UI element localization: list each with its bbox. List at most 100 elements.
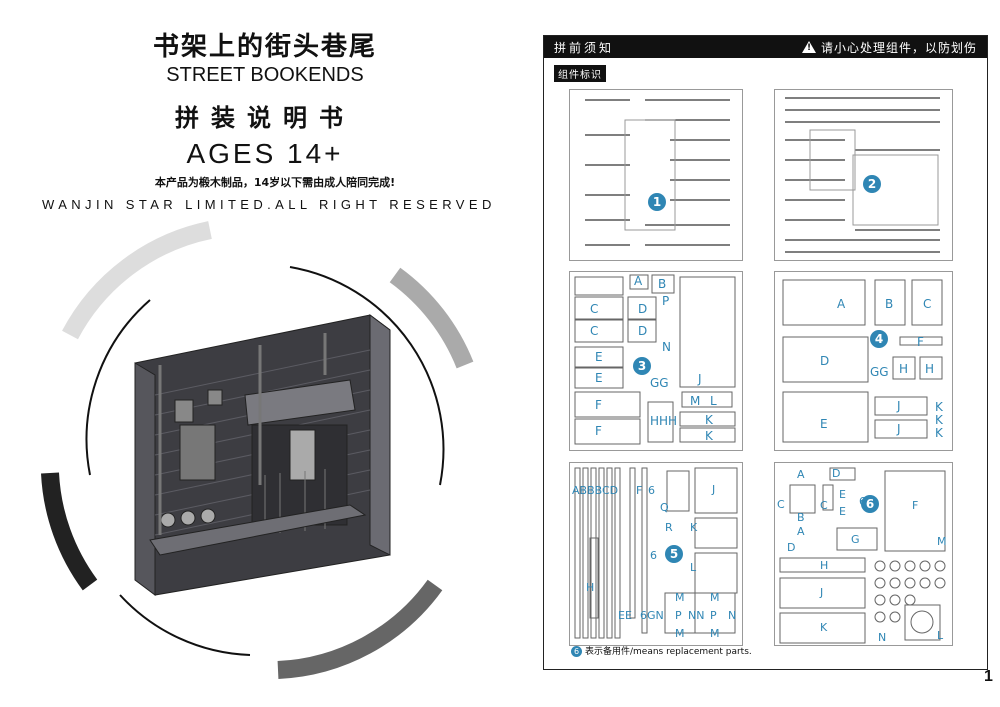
part-label: J bbox=[698, 372, 702, 386]
part-label: K bbox=[820, 621, 828, 634]
page-number: 1 bbox=[984, 668, 993, 685]
sheet-number-5: 5 bbox=[665, 545, 683, 563]
part-label: J bbox=[712, 483, 716, 496]
part-label: H bbox=[586, 581, 595, 594]
part-label: C bbox=[820, 499, 828, 512]
part-label: M bbox=[710, 591, 720, 604]
sheet-number-4: 4 bbox=[870, 330, 888, 348]
part-label: N bbox=[662, 340, 671, 354]
parts-identification-tag: 组件标识 bbox=[554, 65, 606, 82]
replacement-icon: 6 bbox=[571, 646, 582, 657]
part-label: M bbox=[690, 394, 701, 408]
part-label: J bbox=[820, 586, 824, 599]
part-label: K bbox=[935, 400, 943, 414]
sheet-6: A D C B A D C E E 6 F G H J K M N L 6 bbox=[774, 462, 953, 646]
part-label: C bbox=[590, 302, 599, 316]
part-label: 6 bbox=[648, 484, 655, 497]
part-label: F bbox=[912, 499, 919, 512]
header-warning: !请小心处理组件，以防划伤 bbox=[801, 39, 977, 56]
subtitle-chinese: 拼装说明书 bbox=[175, 104, 355, 132]
part-label: B bbox=[885, 297, 894, 311]
sheet-2: 2 bbox=[774, 89, 953, 261]
part-label: C bbox=[590, 324, 599, 338]
title-chinese: 书架上的街头巷尾 bbox=[152, 32, 377, 62]
part-label: D bbox=[638, 302, 648, 316]
part-label: P bbox=[710, 609, 717, 622]
sheet-number-3: 3 bbox=[633, 357, 651, 375]
part-label: M bbox=[675, 591, 685, 604]
sheet-6-labels: A D C B A D C E E 6 F G H J K M N L bbox=[775, 463, 952, 645]
part-label: A bbox=[837, 297, 846, 311]
part-label: GG bbox=[870, 365, 889, 379]
part-label: M bbox=[710, 627, 720, 640]
part-label: B bbox=[658, 277, 667, 291]
sheet-number-2: 2 bbox=[863, 175, 881, 193]
part-label: F bbox=[595, 398, 602, 412]
part-label: L bbox=[690, 561, 697, 574]
part-label: K bbox=[705, 429, 713, 443]
part-label: N bbox=[878, 631, 887, 644]
part-label: K bbox=[935, 413, 943, 427]
sheet-6-drawing bbox=[779, 467, 946, 644]
copyright-line: WANJIN STAR LIMITED.ALL RIGHT RESERVED bbox=[42, 197, 496, 212]
part-label: E bbox=[839, 505, 846, 518]
title-english: STREET BOOKENDS bbox=[166, 64, 364, 86]
part-label: L bbox=[710, 394, 717, 408]
sheet-1-drawing bbox=[585, 99, 730, 246]
part-label: F bbox=[595, 424, 602, 438]
sheet-5: ABBBCD F 6 J Q R K L H EE 6GN P NN P N M… bbox=[569, 462, 743, 646]
part-label: H bbox=[925, 362, 935, 376]
sheet-5-drawing bbox=[574, 467, 738, 639]
part-label: F bbox=[636, 484, 643, 497]
sheet-number-6: 6 bbox=[861, 495, 879, 513]
part-label: M bbox=[937, 535, 947, 548]
part-label: J bbox=[897, 422, 901, 436]
part-label: P bbox=[662, 294, 670, 308]
part-label: A bbox=[634, 274, 643, 288]
part-label: L bbox=[937, 629, 944, 642]
part-label: HHH bbox=[650, 414, 678, 428]
decorative-ring bbox=[41, 221, 474, 679]
part-label: K bbox=[705, 413, 713, 427]
sheet-1: 1 bbox=[569, 89, 743, 261]
sheet-5-labels: ABBBCD F 6 J Q R K L H EE 6GN P NN P N M… bbox=[570, 463, 742, 645]
part-label: 6GN bbox=[640, 609, 664, 622]
sheet-number-1: 1 bbox=[648, 193, 666, 211]
footnote-text: 表示备用件/means replacement parts. bbox=[585, 647, 752, 657]
instruction-header: 拼前须知 !请小心处理组件，以防划伤 bbox=[544, 36, 987, 58]
part-label: K bbox=[935, 426, 943, 440]
instruction-panel: 拼前须知 !请小心处理组件，以防划伤 组件标识 1 bbox=[543, 35, 988, 670]
part-label: P bbox=[675, 609, 682, 622]
part-label: B bbox=[797, 511, 805, 524]
bookend-model bbox=[134, 314, 391, 596]
age-notice: 本产品为椴木制品，14岁以下需由成人陪同完成! bbox=[154, 176, 396, 189]
age-rating: AGES 14+ bbox=[186, 138, 344, 169]
part-label: E bbox=[820, 417, 828, 431]
part-label: H bbox=[820, 559, 829, 572]
part-label: Q bbox=[660, 501, 669, 514]
header-title: 拼前须知 bbox=[554, 41, 615, 55]
part-label: A bbox=[797, 525, 805, 538]
part-label: F bbox=[917, 335, 924, 349]
part-label: NN bbox=[688, 609, 705, 622]
part-label: R bbox=[665, 521, 673, 534]
part-label: N bbox=[728, 609, 737, 622]
part-label: D bbox=[638, 324, 648, 338]
part-label: A bbox=[797, 468, 805, 481]
part-label: C bbox=[923, 297, 932, 311]
part-label: 6 bbox=[650, 549, 657, 562]
part-label: D bbox=[832, 467, 841, 480]
part-label: K bbox=[690, 521, 698, 534]
sheet-3-labels: A B C C D D P N E E GG J F F HHH M L K K bbox=[570, 272, 742, 450]
part-label: GG bbox=[650, 376, 669, 390]
sheet-4-labels: A B C D F GG H H J J K K K E bbox=[775, 272, 952, 450]
part-label: E bbox=[595, 350, 603, 364]
part-label: EE bbox=[618, 609, 632, 622]
sheet-2-drawing bbox=[785, 97, 940, 253]
sheet-4-drawing bbox=[782, 279, 943, 443]
part-label: G bbox=[851, 533, 860, 546]
part-label: C bbox=[777, 498, 785, 511]
product-illustration bbox=[41, 221, 474, 679]
part-label: J bbox=[897, 399, 901, 413]
